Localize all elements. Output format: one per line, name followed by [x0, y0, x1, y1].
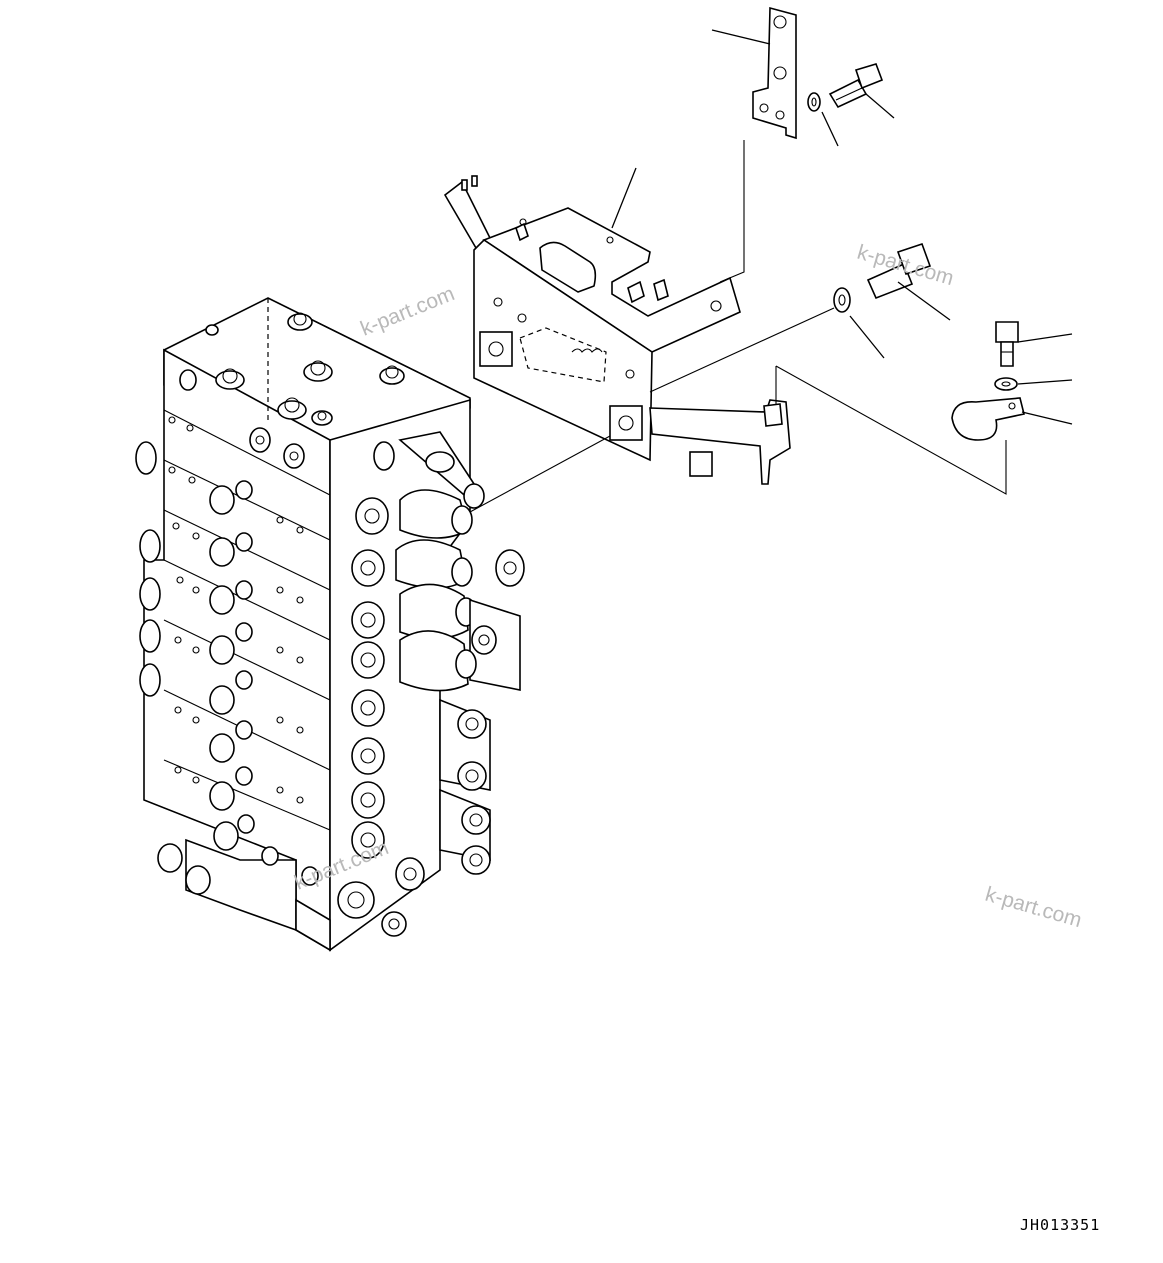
leader-lines	[469, 29, 1073, 513]
washer-middle[interactable]	[833, 287, 851, 313]
watermark-1: k-part.com	[357, 282, 458, 340]
bolt-right[interactable]	[995, 321, 1019, 367]
clamp-right[interactable]	[951, 397, 1025, 441]
washer-top[interactable]	[807, 92, 821, 112]
top-plugs[interactable]	[179, 312, 405, 469]
bolt-middle[interactable]	[866, 242, 932, 300]
left-face-ports[interactable]	[135, 416, 407, 937]
drawing-code: JH013351	[1020, 1216, 1100, 1234]
solenoid-valves[interactable]	[395, 431, 525, 891]
main-bracket[interactable]	[443, 175, 791, 485]
right-face-valves[interactable]	[351, 441, 395, 859]
washer-right[interactable]	[994, 377, 1018, 391]
bolt-top[interactable]	[828, 63, 884, 109]
vertical-plate[interactable]	[752, 6, 797, 140]
watermark-4: k-part.com	[983, 883, 1085, 932]
